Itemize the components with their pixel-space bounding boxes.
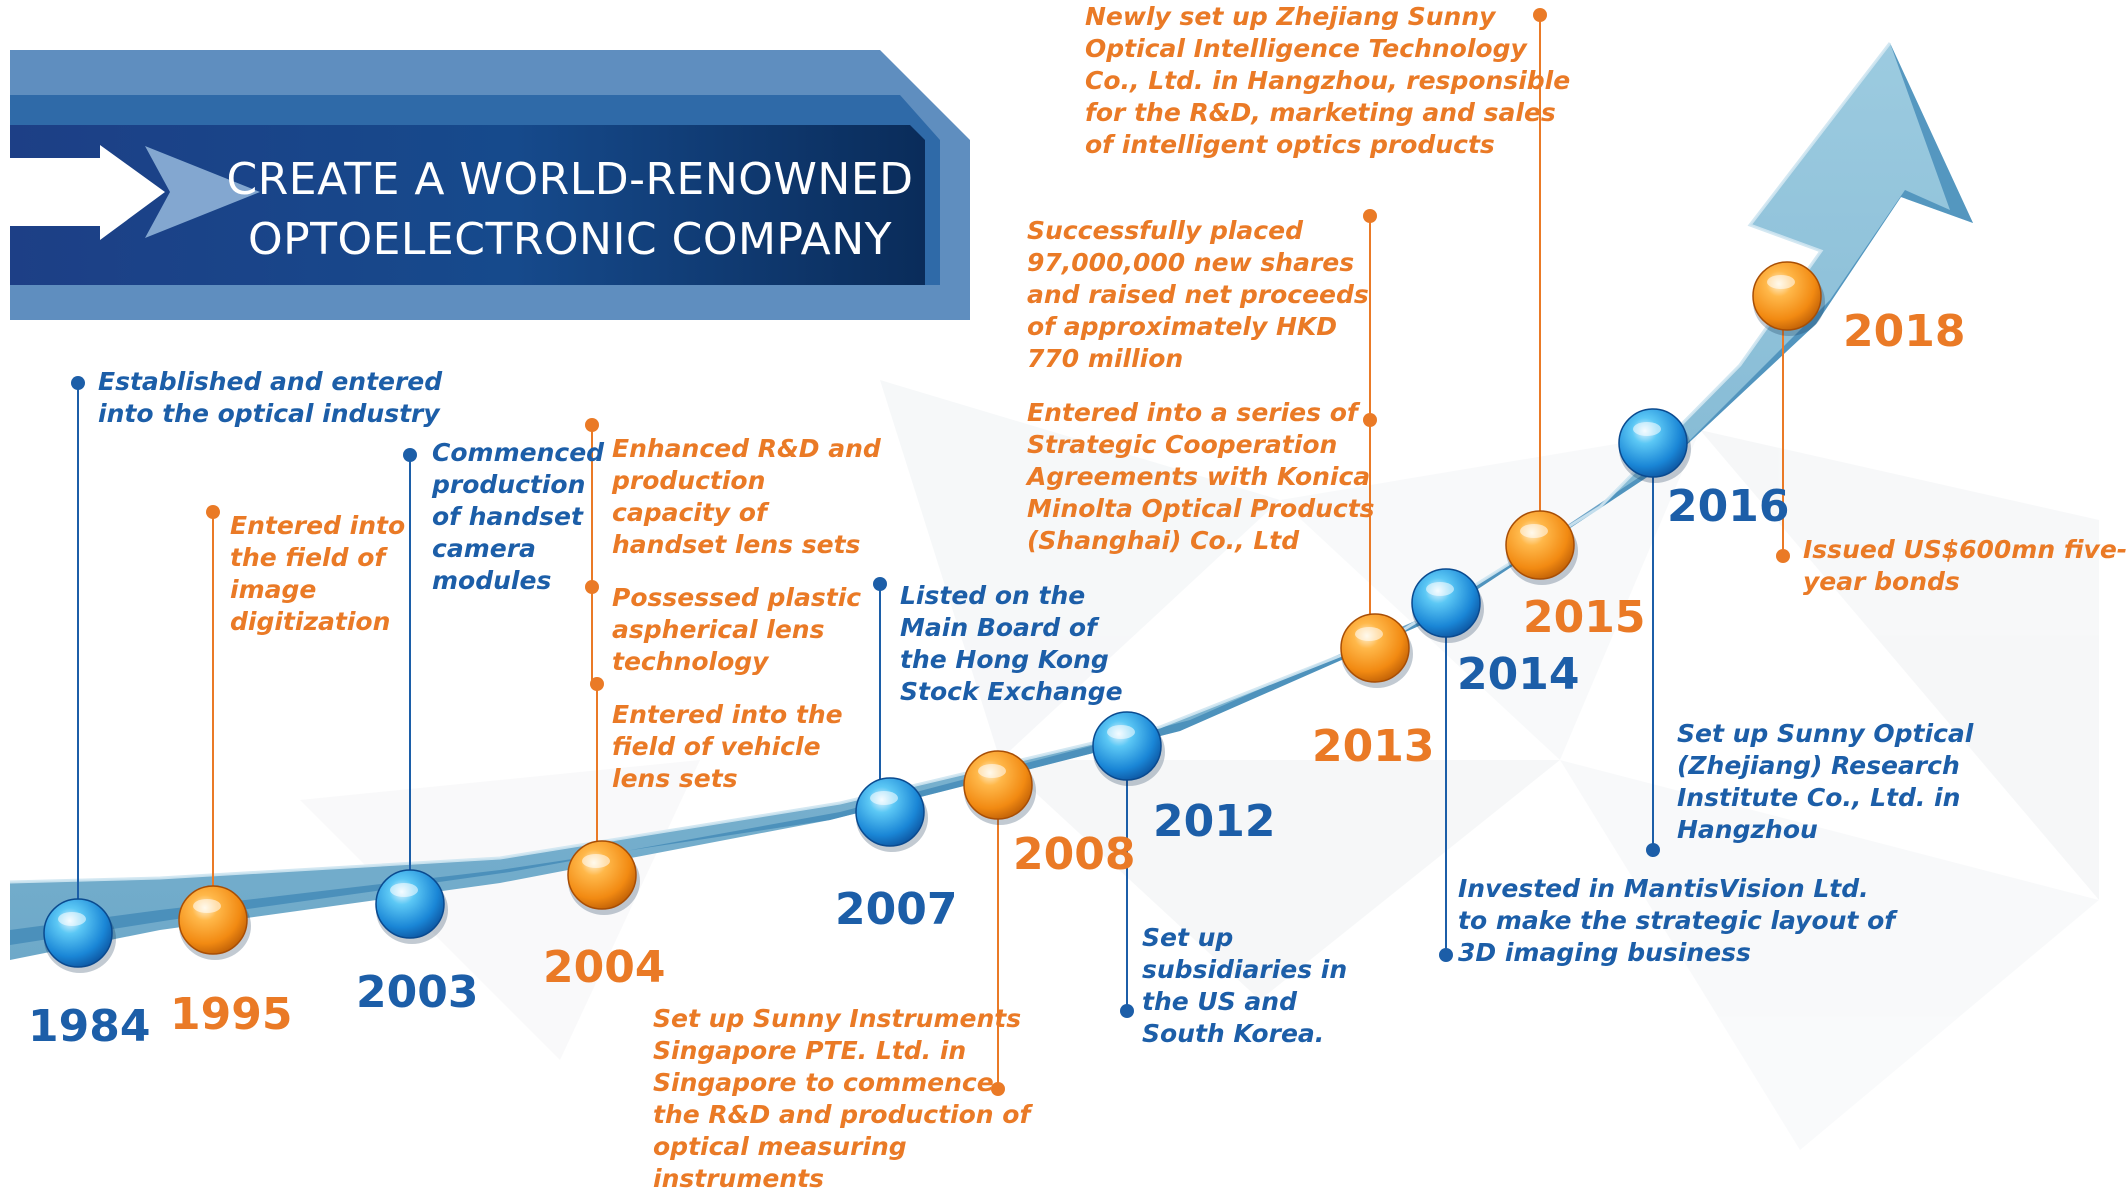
year-1984: 1984 <box>28 1001 151 1052</box>
connector-dot-2018 <box>1776 549 1790 563</box>
milestone-marker-2007 <box>855 777 925 847</box>
milestone-marker-2013 <box>1340 613 1410 683</box>
milestone-marker-2008 <box>963 750 1033 820</box>
year-2013: 2013 <box>1312 721 1435 772</box>
year-2008: 2008 <box>1013 829 1136 880</box>
banner-title: CREATE A WORLD-RENOWNED OPTOELECTRONIC C… <box>200 150 940 270</box>
milestone-marker-1995 <box>178 885 248 955</box>
milestone-markers <box>43 261 1825 973</box>
marker-highlight-2013 <box>1355 627 1383 641</box>
banner-title-line-2: OPTOELECTRONIC COMPANY <box>247 214 893 265</box>
year-1995: 1995 <box>170 989 293 1040</box>
connector-dot-1984 <box>71 376 85 390</box>
year-2007: 2007 <box>835 884 958 935</box>
milestone-marker-2004 <box>567 840 637 910</box>
marker-highlight-1995 <box>193 899 221 913</box>
event-2018: Issued US$600mn five-year bonds <box>1803 535 2127 596</box>
milestone-marker-2015 <box>1505 510 1575 580</box>
marker-highlight-2018 <box>1767 275 1795 289</box>
milestone-marker-2018 <box>1752 261 1822 331</box>
marker-highlight-2007 <box>870 791 898 805</box>
marker-highlight-2014 <box>1426 582 1454 596</box>
marker-highlight-2008 <box>978 764 1006 778</box>
year-2014: 2014 <box>1457 649 1580 700</box>
background-facets <box>300 380 2099 1150</box>
connector-dot-2004 <box>585 418 599 432</box>
connector-dot-2013 <box>1363 209 1377 223</box>
connector-dot-2014 <box>1439 948 1453 962</box>
connector-dot-2003 <box>403 448 417 462</box>
marker-highlight-2004 <box>582 854 610 868</box>
marker-highlight-2003 <box>390 883 418 897</box>
milestone-marker-2014 <box>1411 568 1481 638</box>
connector-dot-2004 <box>585 580 599 594</box>
year-2016: 2016 <box>1667 481 1790 532</box>
year-2015: 2015 <box>1523 592 1646 643</box>
milestone-marker-2016 <box>1618 408 1688 478</box>
connector-lines <box>71 8 1790 1096</box>
year-2018: 2018 <box>1843 306 1966 357</box>
year-2003: 2003 <box>356 967 479 1018</box>
marker-highlight-2015 <box>1520 524 1548 538</box>
milestone-marker-2012 <box>1092 711 1162 781</box>
milestone-marker-2003 <box>375 869 445 939</box>
arrow-icon <box>0 145 165 240</box>
connector-dot-2015 <box>1533 8 1547 22</box>
year-2004: 2004 <box>543 942 666 993</box>
header-banner <box>0 50 970 320</box>
milestone-marker-1984 <box>43 898 113 968</box>
connector-dot-2007 <box>873 577 887 591</box>
connector-dot-2008 <box>991 1082 1005 1096</box>
marker-highlight-2012 <box>1107 725 1135 739</box>
connector-dot-2012 <box>1120 1004 1134 1018</box>
banner-title-line-1: CREATE A WORLD-RENOWNED <box>226 154 914 205</box>
connector-dot-2016 <box>1646 843 1660 857</box>
connector-dot-1995 <box>206 505 220 519</box>
connector-dot-2004 <box>590 677 604 691</box>
year-2012: 2012 <box>1153 796 1276 847</box>
marker-highlight-2016 <box>1633 422 1661 436</box>
marker-highlight-1984 <box>58 912 86 926</box>
connector-dot-2013 <box>1363 413 1377 427</box>
event-2014: Invested in MantisVision Ltd.to make the… <box>1458 874 1896 967</box>
